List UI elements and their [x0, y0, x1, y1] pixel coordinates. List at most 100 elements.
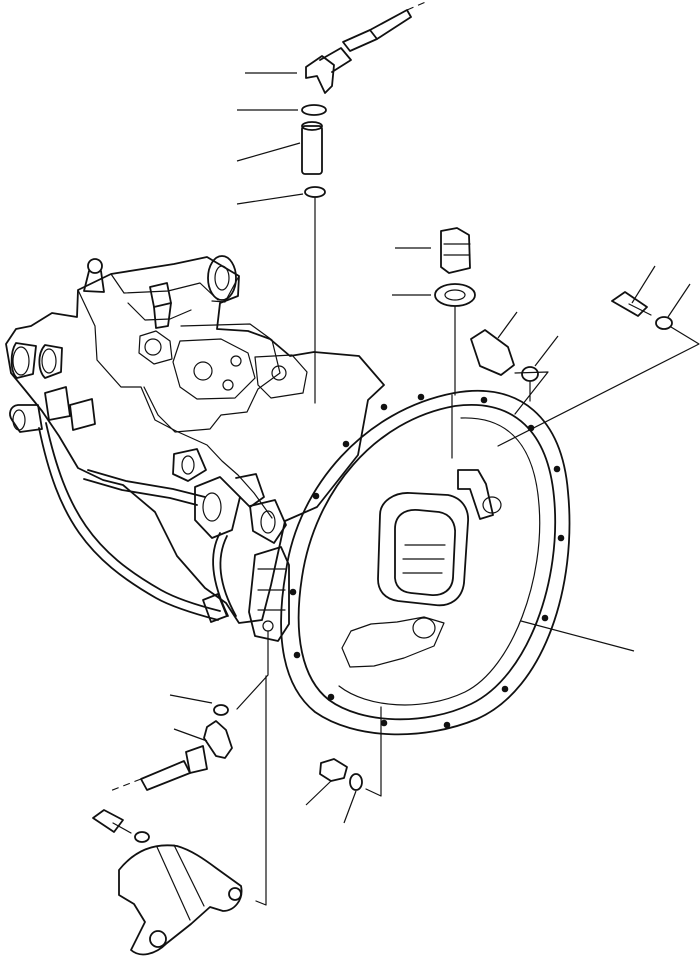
- bolt-hole-2: [417, 393, 425, 401]
- leader-adapter: [236, 142, 301, 162]
- middle-valve-cap-face: [181, 455, 195, 475]
- top-fitting-group: [236, 0, 429, 404]
- mounting-block: [248, 546, 290, 642]
- bracket-upper-hole: [228, 887, 242, 901]
- washer: [655, 316, 673, 330]
- top-tube-dashed-extension: [406, 0, 429, 11]
- pump-top-detail: [127, 302, 192, 321]
- bolt-head: [611, 291, 648, 317]
- guide-lines: [451, 371, 549, 459]
- bolt-hole-12: [293, 651, 301, 659]
- bolt-hole-8: [501, 685, 509, 693]
- bolt-hole-14: [312, 492, 320, 500]
- bracket-bolt-shank: [112, 822, 132, 834]
- bolt-hole-13: [289, 588, 297, 596]
- lifting-eye: [87, 258, 103, 274]
- lower-elbow-fitting: [203, 720, 233, 759]
- front-valve-face: [202, 492, 222, 522]
- gasket-inner: [444, 289, 466, 301]
- bottom-bracket-group: [92, 675, 267, 956]
- lower-o-ring-right: [349, 773, 363, 791]
- leader-flywheel-housing: [520, 620, 635, 652]
- rear-plate-port: [271, 365, 287, 381]
- mounting-leader-path: [236, 630, 269, 710]
- housing-side-bracket: [457, 469, 494, 520]
- lower-o-ring-left: [213, 704, 229, 716]
- lifting-eye-stem: [83, 270, 105, 293]
- flywheel-housing: [280, 389, 635, 736]
- lower-left-fitting: [44, 386, 71, 421]
- bracket-leader: [255, 675, 267, 906]
- leader-bolt: [631, 265, 656, 304]
- housing-inner-ring: [297, 404, 557, 721]
- upper-o-ring: [301, 104, 327, 116]
- top-tube-fitting: [342, 29, 378, 52]
- top-valve-neck: [153, 302, 172, 329]
- lower-oval-plate: [341, 616, 445, 668]
- lower-pipe: [140, 760, 191, 791]
- top-port-cap: [207, 255, 237, 301]
- lower-plug: [319, 758, 348, 782]
- pump-side-plate: [172, 338, 256, 400]
- side-plate-port: [193, 361, 213, 381]
- left-port-cap: [10, 342, 37, 379]
- housing-raised-face: [338, 417, 541, 706]
- plug-threads: [443, 243, 471, 256]
- elbow-fitting: [305, 55, 335, 94]
- guide-line-side-o-ring: [514, 371, 549, 415]
- pump-main-outline: [5, 256, 385, 624]
- leader-side-plug: [497, 311, 518, 339]
- front-port-cap-face: [260, 510, 276, 534]
- bolt-hole-15: [342, 440, 350, 448]
- lower-right-fittings: [305, 706, 382, 824]
- pump-top-edge: [110, 273, 219, 301]
- bracket-bolt: [92, 809, 124, 833]
- upper-hose-outer: [83, 478, 198, 506]
- valve-block: [143, 323, 281, 433]
- side-plate-hole-1: [230, 355, 242, 367]
- leader-lower-elbow-fitting: [173, 728, 208, 742]
- lower-left-port-face: [12, 409, 26, 431]
- pump-assembly: [5, 255, 385, 710]
- leader-lower-o-ring-right: [343, 790, 357, 824]
- left-port-cap-face: [12, 346, 30, 376]
- hose-end-fitting: [202, 593, 228, 623]
- spline-shaft-face: [394, 509, 456, 596]
- lower-connector: [185, 745, 208, 774]
- bolt-hole-3: [480, 396, 488, 404]
- front-valve-cluster: [194, 476, 241, 539]
- leader-lower-plug: [305, 780, 332, 806]
- pump-right-top: [211, 275, 240, 303]
- lower-pipe-dashed: [109, 778, 142, 792]
- right-upper-parts: [392, 227, 700, 447]
- side-o-ring: [521, 366, 539, 382]
- top-valve-body: [149, 282, 172, 308]
- hose-connector-line-2: [219, 535, 237, 617]
- elbow-joint: [319, 47, 352, 73]
- leader-washer: [667, 283, 691, 318]
- lower-left-fitting-2: [69, 398, 96, 431]
- top-port-cap-inner: [214, 265, 230, 291]
- rear-plate: [254, 354, 308, 399]
- bolt-assembly-line: [497, 326, 700, 447]
- leader-side-o-ring: [534, 335, 559, 367]
- bracket-lower-hole: [149, 930, 167, 948]
- adapter: [301, 125, 323, 175]
- plug: [440, 227, 471, 274]
- lower-left-fittings: [109, 694, 233, 792]
- front-valve-side: [235, 473, 265, 508]
- bolt-hole-10: [380, 719, 388, 727]
- spline-lines: [402, 544, 446, 574]
- lower-o-ring: [304, 186, 326, 198]
- bolt-hole-9: [443, 721, 451, 729]
- leader-lower-o-ring-left: [169, 694, 213, 704]
- lower-left-port: [9, 404, 43, 433]
- bolt-hole-11: [327, 693, 335, 701]
- hydraulic-hose-outer: [38, 427, 219, 621]
- gasket: [434, 283, 476, 307]
- leader-lower-o-ring: [236, 193, 304, 205]
- top-tube-body: [369, 9, 412, 40]
- bolt-hole-1: [380, 403, 388, 411]
